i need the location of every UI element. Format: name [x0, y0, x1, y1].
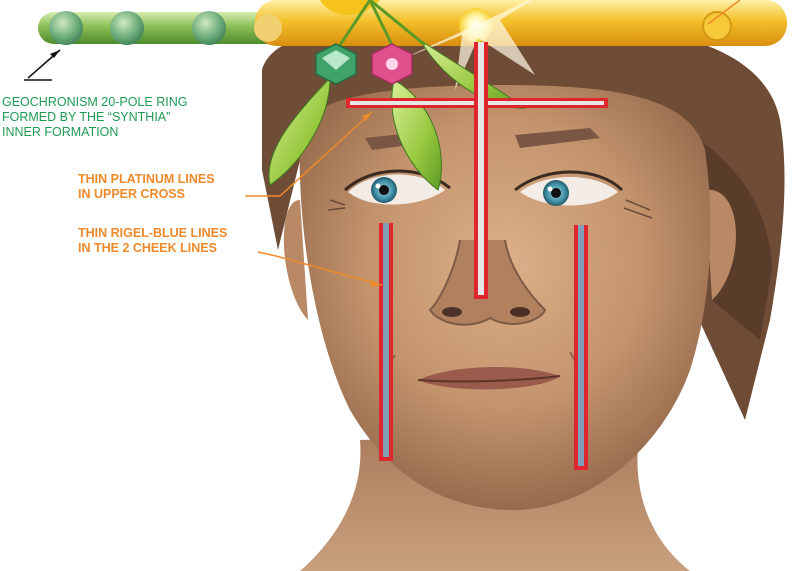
cross-label-line: THIN PLATINUM LINES — [78, 172, 215, 187]
cross-label: THIN PLATINUM LINES IN UPPER CROSS — [78, 172, 215, 202]
ring-bead — [192, 11, 226, 45]
cheek-label-line: THIN RIGEL-BLUE LINES — [78, 226, 227, 241]
cross-label-line: IN UPPER CROSS — [78, 187, 215, 202]
ring-label: GEOCHRONISM 20-POLE RING FORMED BY THE “… — [2, 95, 187, 140]
ring-bead — [254, 14, 282, 42]
ring-bead — [110, 11, 144, 45]
ring-label-line: FORMED BY THE “SYNTHIA” — [2, 110, 187, 125]
cheek-label-line: IN THE 2 CHEEK LINES — [78, 241, 227, 256]
ring-bead — [49, 11, 83, 45]
ring-label-line: GEOCHRONISM 20-POLE RING — [2, 95, 187, 110]
cheek-label: THIN RIGEL-BLUE LINES IN THE 2 CHEEK LIN… — [78, 226, 227, 256]
ring-gold-bead — [703, 12, 731, 40]
ring-label-line: INNER FORMATION — [2, 125, 187, 140]
